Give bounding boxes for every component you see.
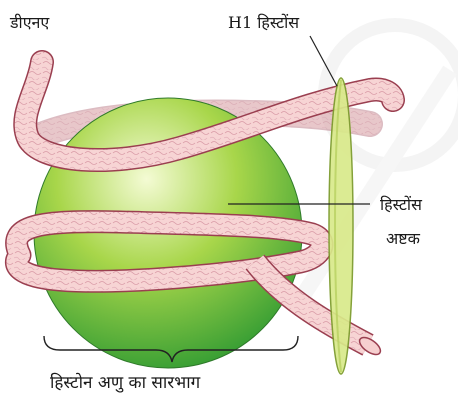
octamer-label-line2: अष्टक — [386, 229, 421, 248]
h1-histone-label: H1 हिस्टोंस — [228, 13, 300, 32]
core-brace — [43, 335, 299, 363]
dna-strand-top — [13, 50, 405, 173]
dna-strand-bottom — [5, 210, 334, 293]
histone-core-label: हिस्टोन अणु का सारभाग — [50, 372, 201, 393]
octamer-label-line1: हिस्टोंस — [380, 195, 423, 214]
h1-histone-disc — [328, 77, 354, 375]
h1-disc-highlight — [334, 79, 342, 373]
h1-leader-line — [309, 35, 338, 87]
dna-label: डीएनए — [9, 13, 50, 32]
dna-strand-tail — [245, 254, 382, 356]
dna-tail-end — [358, 336, 382, 356]
